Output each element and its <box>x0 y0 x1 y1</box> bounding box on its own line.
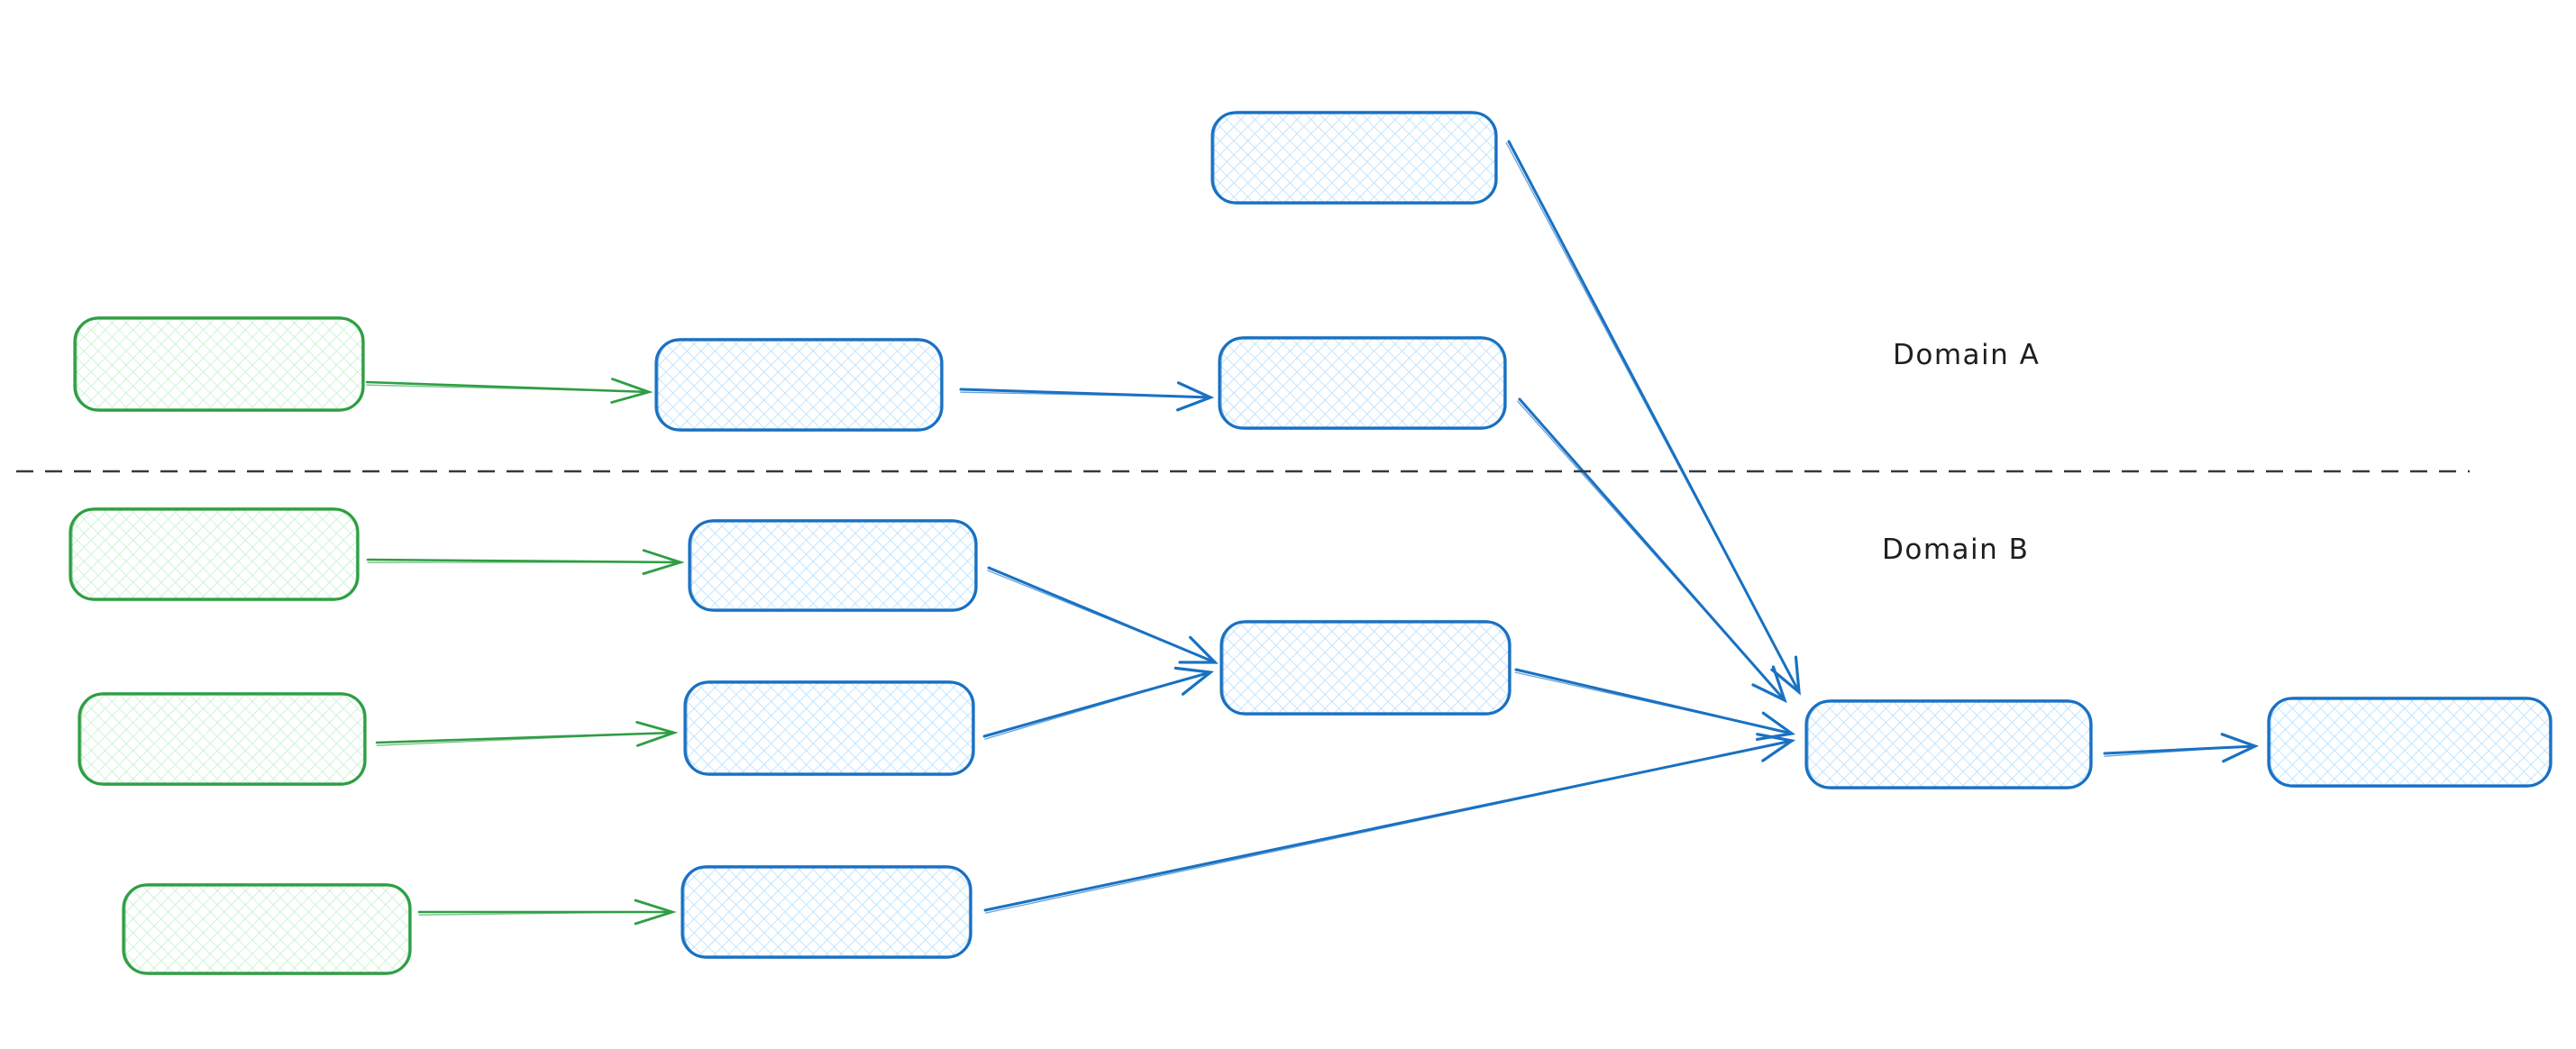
domain-b-label[interactable]: Domain B <box>1882 534 2029 566</box>
node-domain-a-source[interactable] <box>73 315 365 413</box>
node-domain-b-source-2[interactable] <box>78 691 367 787</box>
node-domain-a-step-1[interactable] <box>654 337 944 433</box>
arrow-b3-to-hub[interactable] <box>983 733 1796 914</box>
node-domain-a-top[interactable] <box>1210 110 1498 205</box>
node-domain-b-source-1[interactable] <box>69 506 360 602</box>
node-domain-b-source-3[interactable] <box>122 882 412 976</box>
node-domain-b-step-1[interactable] <box>688 518 978 613</box>
node-domain-b-step-3[interactable] <box>681 864 973 960</box>
arrow-green-a-to-step1[interactable] <box>365 378 653 404</box>
domain-a-label[interactable]: Domain A <box>1893 339 2040 371</box>
arrow-green-b2-to-b2[interactable] <box>375 720 679 747</box>
arrow-step2-to-hub[interactable] <box>1516 397 1787 704</box>
arrow-merge-to-hub[interactable] <box>1514 668 1796 742</box>
arrow-b2-to-merge[interactable] <box>982 666 1215 740</box>
edges-layer <box>365 140 2260 926</box>
arrow-b1-to-merge[interactable] <box>987 566 1219 664</box>
arrow-green-b3-to-b3[interactable] <box>417 898 677 926</box>
arrow-hub-to-output[interactable] <box>2103 733 2260 763</box>
node-domain-b-step-2[interactable] <box>683 680 975 777</box>
node-output[interactable] <box>2267 696 2553 789</box>
node-domain-b-merge[interactable] <box>1219 619 1512 716</box>
node-hub[interactable] <box>1804 698 2093 790</box>
arrow-green-b1-to-b1[interactable] <box>366 549 685 576</box>
arrow-top-to-hub[interactable] <box>1505 140 1801 696</box>
nodes-layer <box>69 110 2553 976</box>
arrow-step1-to-step2[interactable] <box>959 381 1215 412</box>
node-domain-a-step-2[interactable] <box>1218 335 1507 431</box>
